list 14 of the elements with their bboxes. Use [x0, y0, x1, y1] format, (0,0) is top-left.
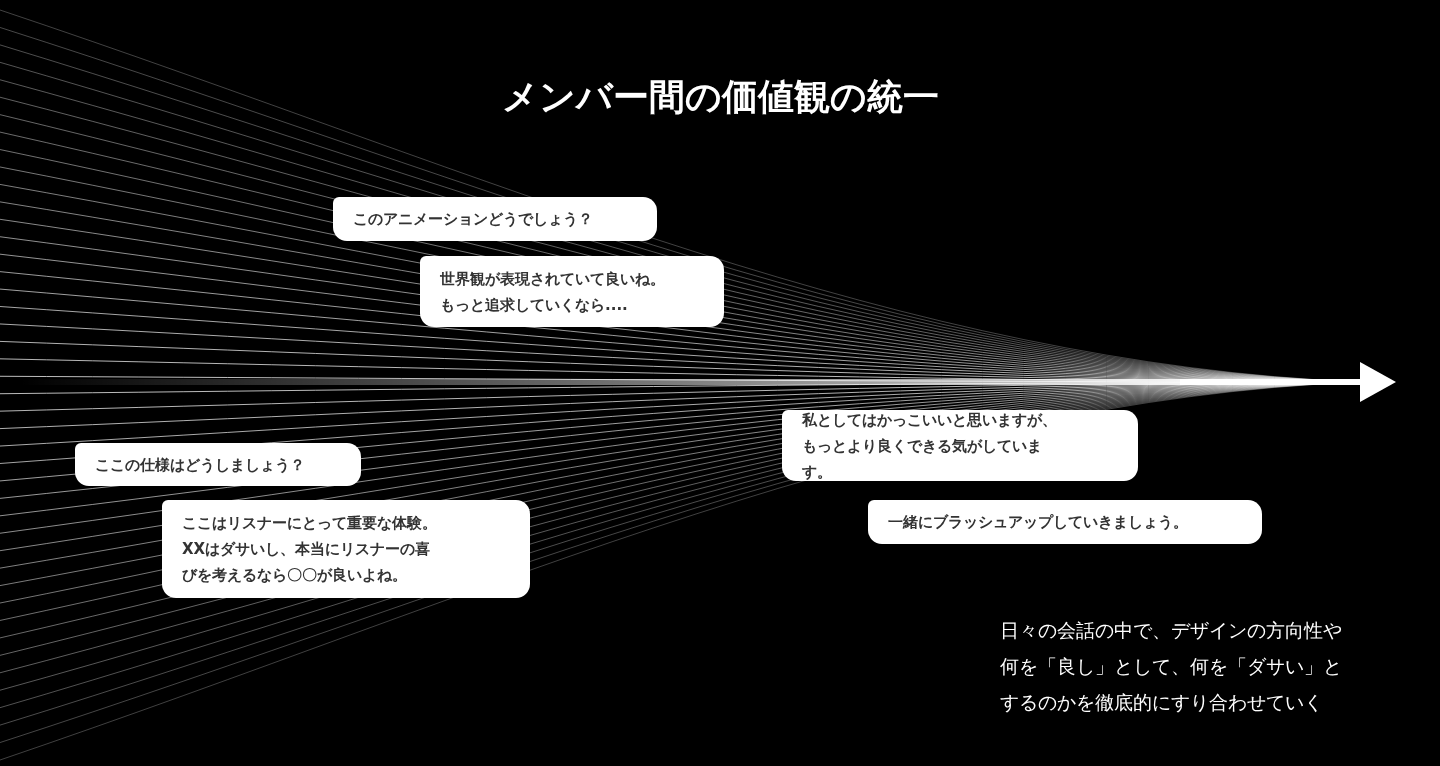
bubble-text: 私としてはかっこいいと思いますが、もっとより良くできる気がしています。: [802, 409, 1058, 483]
description-text: 日々の会話の中で、デザインの方向性や何を「良し」として、何を「ダサい」とするのかを徹底的にすり合わせていく: [1000, 618, 1343, 715]
speech-bubble: [782, 410, 1138, 481]
title: メンバー間の価値観の統一: [501, 75, 939, 119]
bubble-text: 世界観が表現されていて良いね。もっと追求していくなら....: [440, 268, 666, 316]
speech-bubble: [868, 500, 1262, 544]
bubble-text: ここはリスナーにとって重要な体験。XXはダサいし、本当にリスナーの喜びを考えるなら〇〇が良いよね。: [182, 513, 438, 586]
bubble-text: ここの仕様はどうしましょう？: [95, 454, 306, 476]
speech-bubble: [75, 443, 361, 486]
speech-bubble: [162, 500, 530, 598]
bubble-text: 一緒にブラッシュアップしていきましょう。: [888, 512, 1189, 533]
speech-bubble: [420, 256, 724, 327]
bubble-text: このアニメーションどうでしょう？: [353, 209, 594, 230]
speech-bubble: [333, 197, 657, 241]
